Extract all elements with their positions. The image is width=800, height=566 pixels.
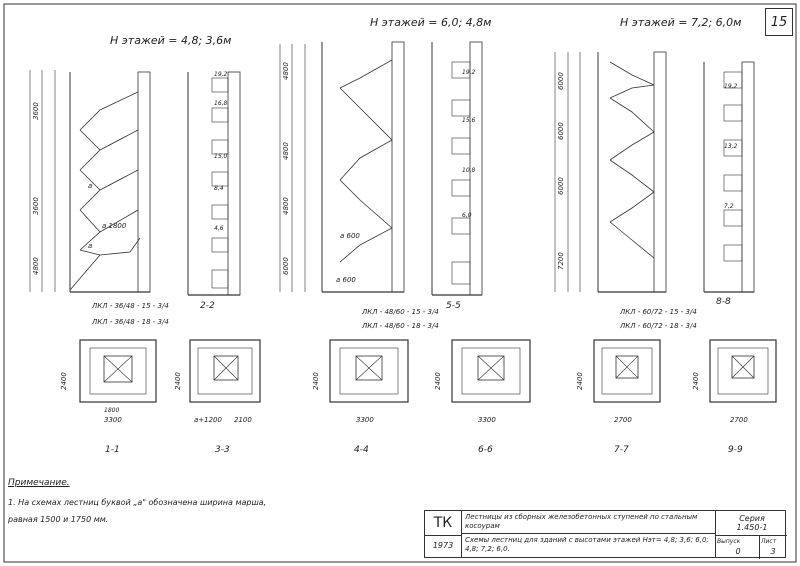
title-block: ТК 1973 Лестницы из сборных железобетонн… bbox=[424, 510, 787, 559]
level-mark-8: 6,0 bbox=[462, 212, 472, 219]
level-mark-1: 16,8 bbox=[214, 100, 228, 107]
tb-sheet-value: 3 bbox=[770, 547, 776, 556]
plan-dim-9-9: 2700 bbox=[730, 416, 748, 424]
dim-right-1: 6000 bbox=[557, 122, 565, 140]
notes-line-2: равная 1500 и 1750 мм. bbox=[8, 515, 109, 524]
tb-right-vdivider bbox=[759, 535, 760, 559]
plan-dim-3-3-b: 2100 bbox=[234, 416, 252, 424]
level-mark-6: 15,6 bbox=[462, 117, 476, 124]
plan-dim-4-4-v: 2400 bbox=[312, 372, 320, 390]
plan-dim-6-6-v: 2400 bbox=[434, 372, 442, 390]
tb-left-divider bbox=[425, 535, 461, 536]
plan-dim-7-7: 2700 bbox=[614, 416, 632, 424]
mark-right-1: ЛКЛ - 60/72 - 18 - 3/4 bbox=[619, 322, 697, 330]
tb-left-col bbox=[425, 511, 462, 557]
tb-title-2: Схемы лестниц для зданий с высотами этаж… bbox=[465, 536, 709, 553]
plan-dim-9-9-v: 2400 bbox=[692, 372, 700, 390]
plan-1-1: 3300 1800 2400 1-1 bbox=[60, 339, 157, 455]
plan-dim-4-4: 3300 bbox=[356, 416, 374, 424]
group-header-3: Н этажей = 7,2; 6,0м bbox=[620, 16, 741, 29]
level-mark-9: 19,2 bbox=[724, 83, 738, 90]
plan-dim-7-7-v: 2400 bbox=[576, 372, 584, 390]
level-mark-3: 8,4 bbox=[214, 185, 224, 192]
dim-left-2: 4800 bbox=[32, 257, 40, 275]
sheet-border bbox=[3, 3, 797, 563]
section-label-8-8: 8-8 bbox=[716, 297, 731, 307]
tb-right-hdivider bbox=[715, 535, 787, 536]
level-mark-11: 7,2 bbox=[724, 203, 734, 210]
page-number: 15 bbox=[765, 8, 793, 36]
annot-a600-2: a 600 bbox=[336, 276, 356, 284]
tb-right-divider bbox=[715, 511, 716, 557]
plan-3-3: a+1200 2100 2400 3-3 bbox=[174, 339, 261, 455]
plan-label-9-9: 9-9 bbox=[728, 445, 743, 455]
section-8-8: 19,2 13,2 7,2 8-8 bbox=[703, 61, 755, 307]
annot-a-2: a bbox=[88, 242, 92, 250]
mark-left-1: ЛКЛ - 36/48 - 18 - 3/4 bbox=[91, 318, 169, 326]
plan-dim-6-6: 3300 bbox=[478, 416, 496, 424]
stair-elevation-1: 3600 3600 4800 a a 1800 a bbox=[29, 70, 151, 293]
plan-6-6: 3300 2400 6-6 bbox=[434, 339, 531, 455]
tb-series-value: 1.450-1 bbox=[736, 523, 768, 532]
dim-mid-2: 4800 bbox=[282, 197, 290, 215]
notes-heading: Примечание. bbox=[8, 478, 70, 488]
notes-line-1: 1. На схемах лестниц буквой „а" обозначе… bbox=[8, 498, 267, 507]
group-header-1: Н этажей = 4,8; 3,6м bbox=[110, 34, 231, 47]
plan-label-1-1: 1-1 bbox=[105, 445, 120, 455]
tb-issue-value: 0 bbox=[735, 547, 741, 556]
plan-4-4: 3300 2400 4-4 bbox=[312, 339, 409, 455]
annot-a-1: a bbox=[88, 182, 92, 190]
section-2-2: 19,2 16,8 15,0 8,4 4,6 2-2 bbox=[187, 71, 241, 311]
section-label-2-2: 2-2 bbox=[200, 301, 215, 311]
dim-right-3: 7200 bbox=[557, 252, 565, 270]
dim-left-1: 3600 bbox=[32, 197, 40, 215]
plan-label-6-6: 6-6 bbox=[478, 445, 493, 455]
plan-dim-3-3-v: 2400 bbox=[174, 372, 182, 390]
plan-label-4-4: 4-4 bbox=[354, 445, 369, 455]
annot-a1800-1: a 1800 bbox=[102, 222, 127, 230]
tb-year: 1973 bbox=[432, 541, 454, 550]
tb-code: ТК bbox=[433, 515, 453, 531]
group-header-2: Н этажей = 6,0; 4,8м bbox=[370, 16, 491, 29]
tb-sheet-label: Лист bbox=[761, 538, 777, 545]
plan-dim-1-1-b: 1800 bbox=[104, 407, 119, 414]
dim-right-2: 6000 bbox=[557, 177, 565, 195]
dim-mid-0: 4800 bbox=[282, 62, 290, 80]
plan-label-3-3: 3-3 bbox=[215, 445, 230, 455]
dim-mid-1: 4800 bbox=[282, 142, 290, 160]
level-mark-2: 15,0 bbox=[214, 153, 228, 160]
plan-dim-3-3-a: a+1200 bbox=[194, 416, 223, 424]
tb-issue-label: Выпуск bbox=[717, 538, 741, 545]
dim-right-0: 6000 bbox=[557, 72, 565, 90]
level-mark-0: 19,2 bbox=[214, 71, 228, 78]
mark-left-0: ЛКЛ - 36/48 - 15 - 3/4 bbox=[91, 302, 169, 310]
level-mark-4: 4,6 bbox=[214, 225, 224, 232]
level-mark-10: 13,2 bbox=[724, 143, 738, 150]
tb-mid-divider bbox=[461, 533, 715, 534]
plan-dim-1-1-v: 2400 bbox=[60, 372, 68, 390]
annot-a600: a 600 bbox=[340, 232, 360, 240]
plan-9-9: 2700 2400 9-9 bbox=[692, 339, 777, 455]
stair-elevation-2: 4800 4800 4800 6000 a 600 a 600 bbox=[279, 41, 405, 293]
section-label-5-5: 5-5 bbox=[446, 301, 461, 311]
mark-mid-0: ЛКЛ - 48/60 - 15 - 3/4 bbox=[361, 308, 439, 316]
level-mark-5: 19,2 bbox=[462, 69, 476, 76]
mark-right-0: ЛКЛ - 60/72 - 15 - 3/4 bbox=[619, 308, 697, 316]
tb-series-label: Серия bbox=[739, 514, 765, 523]
plan-dim-1-1: 3300 bbox=[104, 416, 122, 424]
dim-mid-3: 6000 bbox=[282, 257, 290, 275]
mark-mid-1: ЛКЛ - 48/60 - 18 - 3/4 bbox=[361, 322, 439, 330]
dim-left-0: 3600 bbox=[32, 102, 40, 120]
level-mark-7: 10,8 bbox=[462, 167, 476, 174]
plan-label-7-7: 7-7 bbox=[614, 445, 629, 455]
stair-elevation-3: 6000 6000 6000 7200 bbox=[554, 51, 667, 293]
plan-7-7: 2700 2400 7-7 bbox=[576, 339, 661, 455]
notes-block: Примечание. 1. На схемах лестниц буквой … bbox=[8, 478, 408, 524]
section-5-5: 19,2 15,6 10,8 6,0 5-5 bbox=[431, 41, 483, 311]
tb-title-1: Лестницы из сборных железобетонных ступе… bbox=[465, 513, 698, 530]
